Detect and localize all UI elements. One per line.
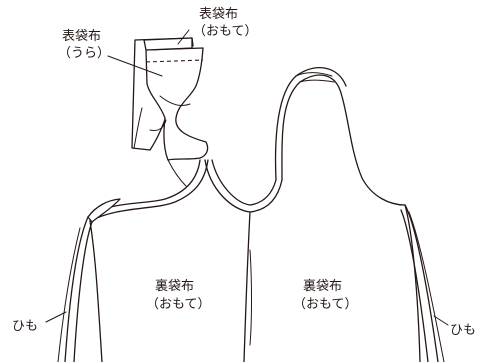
label-strap-left: ひも bbox=[12, 319, 38, 334]
label-lining-right-line2: （おもて） bbox=[293, 297, 357, 312]
label-lining-right-line1: 裏袋布 bbox=[303, 279, 342, 294]
leader-lines bbox=[45, 29, 449, 326]
shoulder-twist bbox=[87, 198, 121, 223]
label-lining-left-line1: 裏袋布 bbox=[155, 279, 194, 294]
outer-bag-piece bbox=[131, 37, 209, 187]
label-outer-top: 表袋布 （おもて） bbox=[193, 7, 257, 39]
label-outer-top-line1: 表袋布 bbox=[199, 7, 238, 22]
label-outer-back: 表袋布 （うら） bbox=[58, 29, 110, 61]
label-lining-right: 裏袋布 （おもて） bbox=[293, 279, 357, 312]
label-outer-top-line2: （おもて） bbox=[193, 24, 257, 39]
label-strap-right: ひも bbox=[450, 323, 476, 338]
label-lining-left: 裏袋布 （おもて） bbox=[146, 279, 210, 312]
label-lining-left-line2: （おもて） bbox=[146, 297, 210, 312]
left-strap bbox=[57, 216, 93, 362]
label-outer-back-line1: 表袋布 bbox=[62, 29, 101, 44]
right-strap bbox=[400, 204, 445, 362]
label-outer-back-line2: （うら） bbox=[58, 46, 110, 61]
